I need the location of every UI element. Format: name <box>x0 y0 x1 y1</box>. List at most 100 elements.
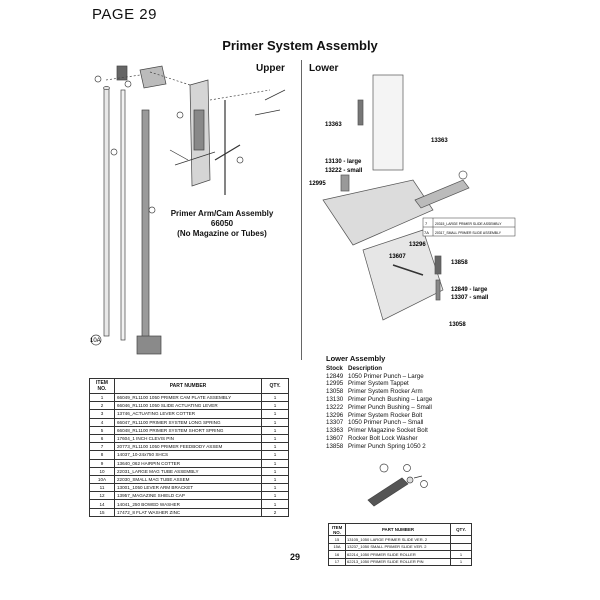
part-number-cell: 17472_8 FLAT WASHER ZINC <box>114 507 262 517</box>
qty-cell: 1 <box>261 433 289 444</box>
qty-cell: 1 <box>261 417 289 427</box>
feedbody-casting <box>372 74 404 171</box>
magazine-shield-cap <box>116 65 128 81</box>
section-lower-heading: Lower <box>309 63 339 74</box>
stock-number: 12995 <box>326 380 344 388</box>
item-no-cell: 15 <box>328 535 346 544</box>
inset-row-7A-item: 7A <box>424 230 429 235</box>
part-number-cell: 66048_RL1100 PRIMER SYSTEM SHORT SPRING <box>114 425 262 435</box>
callout-13222: 13222 - small <box>325 168 363 174</box>
list-item: 12995 Primer System Tappet <box>326 380 486 388</box>
list-item: 13222 Primer Punch Bushing – Small <box>326 404 486 412</box>
part-description: 1050 Primer Punch – Large <box>348 372 424 380</box>
callout-13058: 13058 <box>449 322 466 328</box>
stock-number: 13222 <box>326 403 344 411</box>
item-no-cell: 2 <box>89 401 115 411</box>
item-no-cell: 10 <box>89 466 115 476</box>
list-item: 13058 Primer System Rocker Arm <box>326 388 486 396</box>
stock-number: 13296 <box>326 411 344 419</box>
section-divider <box>301 60 302 360</box>
lower-exploded-diagram: 7 20315_LARGE PRIMER SLIDE ASSEMBLY 7A 2… <box>309 74 516 328</box>
part-number-cell: 20773_RL1100 1050 PRIMER FEEDBODY ASSEM <box>114 442 262 452</box>
item-no-cell: 10A <box>89 474 115 485</box>
primer-slide-diagram <box>367 463 428 507</box>
qty-cell: 1 <box>450 550 472 559</box>
part-description: Primer Punch Bushing – Small <box>348 403 432 411</box>
callout-13130: 13130 - large <box>325 159 362 165</box>
part-number-cell: 13001_1050 LEVER ARM BRACKET <box>114 483 262 493</box>
assembly-caption-line2: 66050 <box>210 219 234 228</box>
stock-number: 13058 <box>326 388 344 396</box>
item-no-cell: 4 <box>89 417 115 427</box>
callout-13296: 13296 <box>409 242 426 248</box>
tappet-12995 <box>340 174 350 192</box>
callout-13307: 13307 - small <box>451 295 489 301</box>
part-number-cell: 13105_1050 LARGE PRIMER SLIDE VER. 2 <box>345 535 451 544</box>
item-no-cell: 8 <box>89 450 115 460</box>
stock-number: 13130 <box>326 395 344 403</box>
part-description: Primer Magazine Socket Bolt <box>348 427 428 435</box>
col-qty: QTY. <box>450 523 472 536</box>
col-part-number: PART NUMBER <box>345 523 451 536</box>
part-description: Rocker Bolt Lock Washer <box>348 434 418 442</box>
inset-row-7-item: 7 <box>425 221 428 226</box>
lower-assembly-heading: Lower Assembly <box>326 354 386 363</box>
part-number-cell: 22030_SMALL MAG TUBE ASSEM <box>114 474 262 485</box>
part-number-cell: 62213_1050 PRIMER SLIDE ROLLER PIN <box>345 557 451 566</box>
list-item: 13296 Primer System Rocker Bolt <box>326 412 486 420</box>
callout-13607: 13607 <box>389 254 406 260</box>
assembly-caption-line3: (No Magazine or Tubes) <box>177 229 267 238</box>
stock-number: 12849 <box>326 372 344 380</box>
page-label: PAGE 29 <box>92 6 157 23</box>
part-description: Primer System Rocker Bolt <box>348 411 423 419</box>
qty-cell: 1 <box>261 409 289 419</box>
primer-punch-12849 <box>435 279 441 301</box>
item-no-cell: 7 <box>89 442 115 452</box>
part-description: Primer System Rocker Arm <box>348 388 423 396</box>
list-item: 13363 Primer Magazine Socket Bolt <box>326 427 486 435</box>
socket-bolt-13363 <box>357 99 364 126</box>
primer-platform <box>322 179 434 246</box>
part-number-cell: 14041_250 BOWED WASHER <box>114 499 262 509</box>
part-number-cell: 14037_10-24x750 SHCS <box>114 450 262 460</box>
qty-cell: 1 <box>450 557 472 566</box>
item-no-cell: 15A <box>328 542 346 551</box>
part-number-cell: 13746_ACTUATING LEVER COTTER <box>114 409 262 419</box>
primer-feedbody <box>139 65 167 89</box>
page-title: Primer System Assembly <box>222 38 378 53</box>
qty-cell <box>450 542 472 551</box>
callout-13363-right: 13363 <box>431 138 448 144</box>
qty-cell: 1 <box>261 491 289 501</box>
rocker-arm-13058 <box>362 229 444 321</box>
part-number-cell: 13237_1050 SMALL PRIMER SLIDE VER. 2 <box>345 542 451 551</box>
short-spring-rod <box>120 89 126 341</box>
item-no-cell: 15 <box>89 507 115 517</box>
section-upper-heading: Upper <box>256 63 285 74</box>
qty-cell: 1 <box>261 442 289 452</box>
part-description: Primer Punch Spring 1050 2 <box>348 442 426 450</box>
stock-number: 13307 <box>326 419 344 427</box>
part-number-cell: 13640_062 HAIRPIN COTTER <box>114 458 262 468</box>
qty-cell: 2 <box>261 507 289 517</box>
col-item-no: ITEM NO. <box>328 523 346 536</box>
part-description: Primer System Tappet <box>348 380 409 388</box>
inset-row-7-desc: 20315_LARGE PRIMER SLIDE ASSEMBLY <box>435 222 502 226</box>
stock-number: 13363 <box>326 427 344 435</box>
item-no-cell: 9 <box>89 458 115 468</box>
punch-spring-13858 <box>434 255 442 275</box>
